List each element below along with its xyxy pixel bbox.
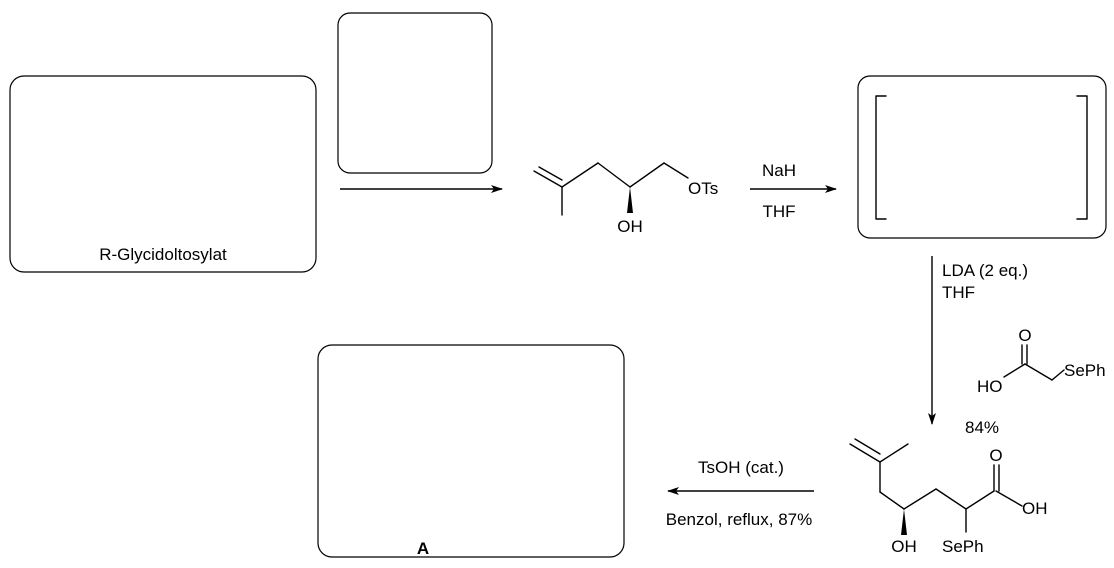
product-box [317,344,625,558]
step3-reagent-bottom: Benzol, reflux, 87% [666,510,812,529]
seleno-acetic-acid-structure [1003,344,1065,381]
reagent-carbonyl-o: O [1018,326,1031,345]
acid-seph-label: SePh [942,537,984,556]
alcohol-tosylate-structure [533,162,689,216]
starting-material-box [9,75,317,273]
wedge-bond [627,187,633,213]
hydroxy-seleno-acid-structure [849,438,1023,535]
step1-reagent-bottom: THF [762,202,795,221]
product-label: A [417,539,429,558]
acid-alcohol-oh-label: OH [891,537,917,556]
alcohol-ots-label: OTs [688,179,718,198]
step2-reagent-line2: THF [942,283,975,302]
intermediate-box [857,75,1107,239]
acid-carbonyl-o: O [989,446,1002,465]
right-bracket [1076,95,1088,220]
reagent-box-top [337,12,493,174]
wedge-bond [901,509,907,535]
step3-reagent-top: TsOH (cat.) [698,458,784,477]
reagent-ho-label: HO [977,377,1003,396]
step2-reagent-line1: LDA (2 eq.) [942,261,1028,280]
reagent-seph-label: SePh [1064,361,1106,380]
step2-yield: 84% [965,418,999,437]
starting-material-label: R-Glycidoltosylat [99,245,227,264]
alcohol-oh-label: OH [617,217,643,236]
left-bracket [875,95,887,220]
step1-reagent-top: NaH [762,161,796,180]
acid-oh-label: OH [1022,499,1048,518]
